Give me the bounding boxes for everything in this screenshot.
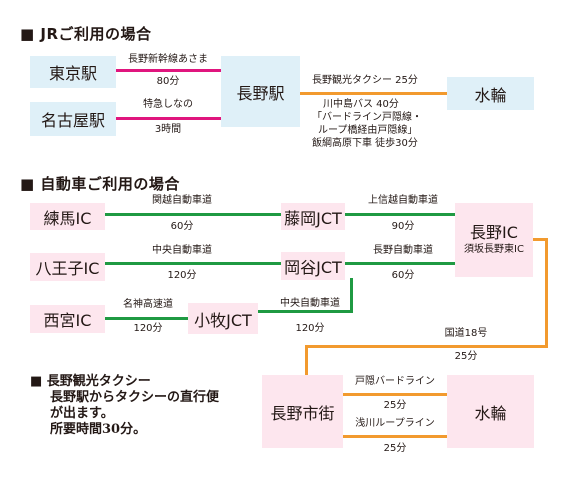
jr-bus-line-2: 「バードライン戸隠線・ [312,112,422,123]
route-togakushi-name: 戸隠バードライン [355,376,435,387]
route-chuo2-line-v [350,278,353,313]
jr-heading: ■ JRご利用の場合 [20,25,152,43]
jr-route-nagoya-line [116,117,221,120]
nagoya-station-box: 名古屋駅 [30,102,116,136]
route-meishin-name: 名神高速道 [123,299,173,310]
nishinomiya-ic-box: 西宮IC [30,305,105,333]
car-heading: ■ 自動車ご利用の場合 [20,175,180,193]
route-joshinetsu-time: 90分 [391,221,415,232]
hachioji-ic-box: 八王子IC [30,253,105,281]
route-asakawa-name: 浅川ループライン [355,418,435,429]
route-kanetsu-line [105,213,281,216]
kokudo-line-b [545,238,548,348]
nagano-ic-label: 長野IC [470,223,518,242]
note-line-1: ■ 長野観光タクシー [30,374,151,389]
suirin-jr-box: 水輪 [447,77,534,110]
note-line-3: が出ます。 [50,406,114,421]
jr-taxi-label: 長野観光タクシー 25分 [312,75,418,86]
jr-bus-line-4: 飯綱高原下車 徒歩30分 [312,138,418,149]
route-togakushi-line [343,393,447,396]
jr-route-nagoya-time: 3時間 [154,124,182,135]
route-kanetsu-name: 関越自動車道 [152,195,212,206]
route-kanetsu-time: 60分 [170,221,194,232]
fujioka-jct-box: 藤岡JCT [281,203,345,230]
route-chuo1-time: 120分 [167,270,197,281]
route-nagano-time: 60分 [391,270,415,281]
suirin-car-box: 水輪 [447,375,534,448]
nagano-city-box: 長野市街 [262,375,343,448]
jr-route-nagoya-name: 特急しなの [143,99,193,110]
route-chuo2-time: 120分 [295,323,325,334]
route-meishin-line [105,317,188,320]
jr-bus-line-3: ループ橋経由戸隠線」 [318,125,418,136]
jr-route-tokyo-time: 80分 [156,76,180,87]
nagano-station-box: 長野駅 [221,56,300,127]
suzaka-ic-label: 須坂長野東IC [464,244,524,255]
nerima-ic-box: 練馬IC [30,203,105,230]
route-joshinetsu-line [345,213,455,216]
route-meishin-time: 120分 [133,323,163,334]
jr-route-tokyo-name: 長野新幹線あさま [128,54,208,65]
route-chuo1-line [105,262,281,265]
jr-route-taxi-line [300,92,447,95]
tokyo-station-box: 東京駅 [30,56,116,88]
jr-route-tokyo-line [116,69,221,72]
route-chuo2-line-h [258,310,353,313]
route-asakawa-time: 25分 [383,443,407,454]
route-chuo2-name: 中央自動車道 [280,298,340,309]
kokudo-line-d [305,345,308,377]
note-line-4: 所要時間30分。 [50,422,147,437]
kokudo-line-a [533,238,548,241]
note-line-2: 長野駅からタクシーの直行便 [50,390,220,405]
komaki-jct-box: 小牧JCT [188,303,258,334]
jr-bus-line-1: 川中島バス 40分 [323,99,399,110]
route-togakushi-time: 25分 [383,400,407,411]
nagano-ic-box: 長野IC 須坂長野東IC [455,203,533,277]
kokudo-line-c [305,345,548,348]
kokudo-time: 25分 [454,351,478,362]
route-nagano-name: 長野自動車道 [373,245,433,256]
route-joshinetsu-name: 上信越自動車道 [368,195,438,206]
route-nagano-line [345,262,455,265]
okaya-jct-box: 岡谷JCT [281,252,345,280]
route-chuo1-name: 中央自動車道 [152,245,212,256]
route-asakawa-line [343,435,447,438]
kokudo-name: 国道18号 [444,328,488,339]
